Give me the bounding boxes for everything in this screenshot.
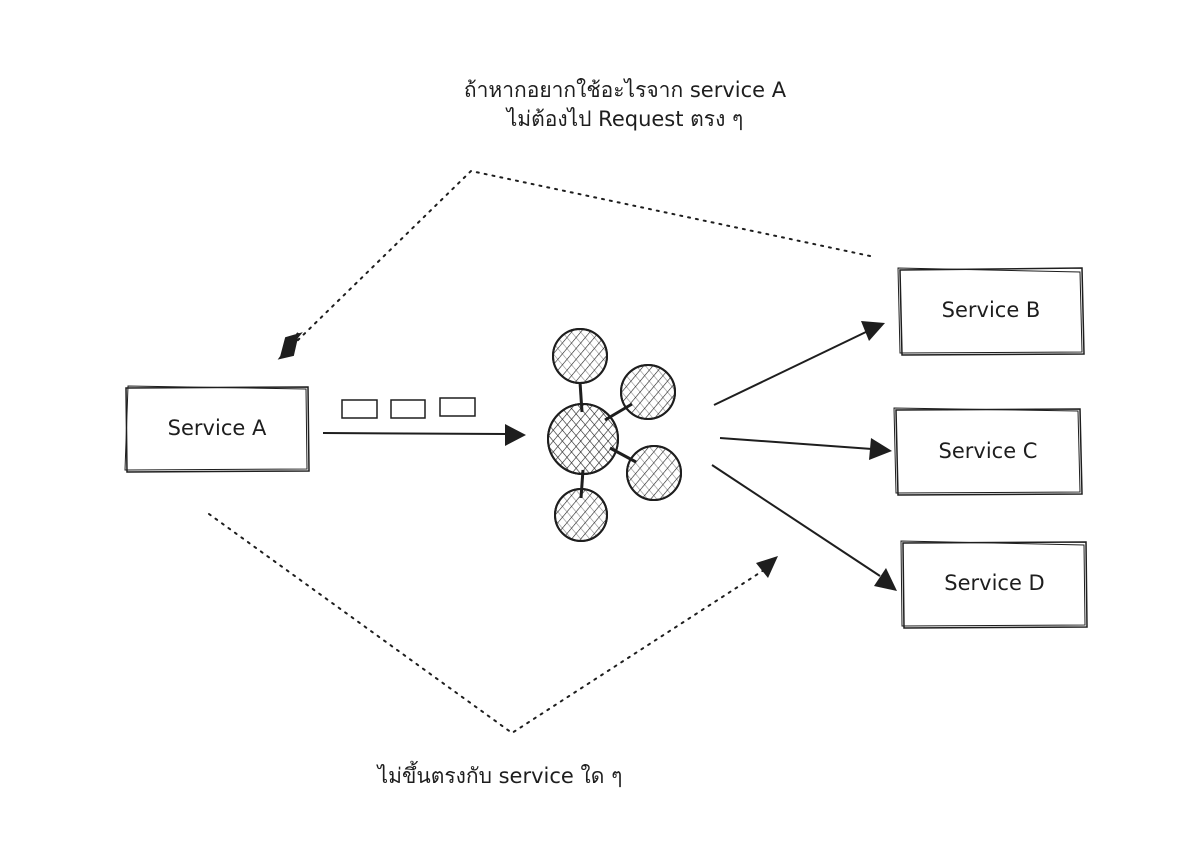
arrow-broker-to-d (711, 464, 897, 591)
top-annotation-line2: ไม่ต้องไป Request ตรง ๆ (506, 107, 744, 131)
arrow-broker-to-c (719, 437, 892, 460)
bottom-annotation: ไม่ขึ้นตรงกับ service ใด ๆ (377, 764, 623, 788)
dotted-path-top (277, 169, 871, 360)
message-2 (390, 399, 426, 419)
message-broker-icon (547, 328, 682, 542)
message-queue (341, 397, 476, 419)
service-c-box (893, 407, 1083, 496)
top-annotation: ถ้าหากอยากใช้อะไรจาก service A ไม่ต้องไป… (425, 76, 825, 134)
message-3 (439, 397, 476, 417)
service-b-label: Service B (941, 298, 1041, 322)
service-c-label: Service C (938, 439, 1038, 463)
message-1 (341, 399, 378, 419)
arrow-broker-to-b (713, 321, 885, 406)
dotted-path-bottom (208, 513, 778, 735)
service-a-box (124, 385, 310, 473)
service-d-box (900, 540, 1088, 629)
service-d-label: Service D (944, 571, 1045, 595)
top-annotation-line1: ถ้าหากอยากใช้อะไรจาก service A (463, 78, 787, 102)
arrow-a-to-broker (322, 424, 526, 446)
service-a-label: Service A (167, 416, 267, 440)
service-b-box (897, 267, 1085, 356)
